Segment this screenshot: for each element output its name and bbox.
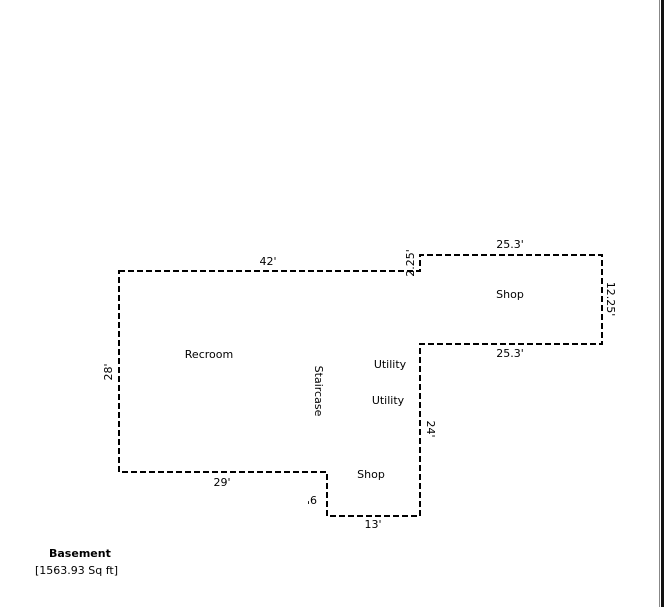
dimension-label-top-right-wall: 25.3'	[496, 238, 524, 251]
dimension-label-bottom-wall: 13'	[364, 518, 381, 531]
dimension-label-bottom-left-wall: 29'	[213, 476, 230, 489]
dimension-label-inner-step-wall: 25.3'	[496, 347, 524, 360]
room-label-shop-upper: Shop	[496, 288, 524, 301]
floor-name-label: Basement	[49, 547, 111, 560]
dimension-label-inner-vertical-wall: 24'	[424, 420, 437, 437]
room-label-utility-lower: Utility	[372, 394, 405, 407]
room-label-recroom: Recroom	[185, 348, 233, 361]
dimension-label-top-left-wall: 42'	[259, 255, 276, 268]
frame-edge	[661, 0, 664, 607]
basement-outline	[118, 254, 603, 517]
dimension-label-right-wall: 12.25'	[604, 282, 617, 317]
dimension-label-left-wall: 28'	[102, 363, 115, 380]
dimension-label-lower-jog: 9'	[307, 493, 317, 506]
room-label-utility-upper: Utility	[374, 358, 407, 371]
room-label-staircase: Staircase	[312, 366, 325, 417]
floor-area-label: [1563.93 Sq ft]	[35, 564, 119, 577]
room-label-shop-lower: Shop	[357, 468, 385, 481]
dimension-label-notch: 2.25'	[404, 249, 417, 277]
frame-edge-inner	[659, 0, 660, 607]
